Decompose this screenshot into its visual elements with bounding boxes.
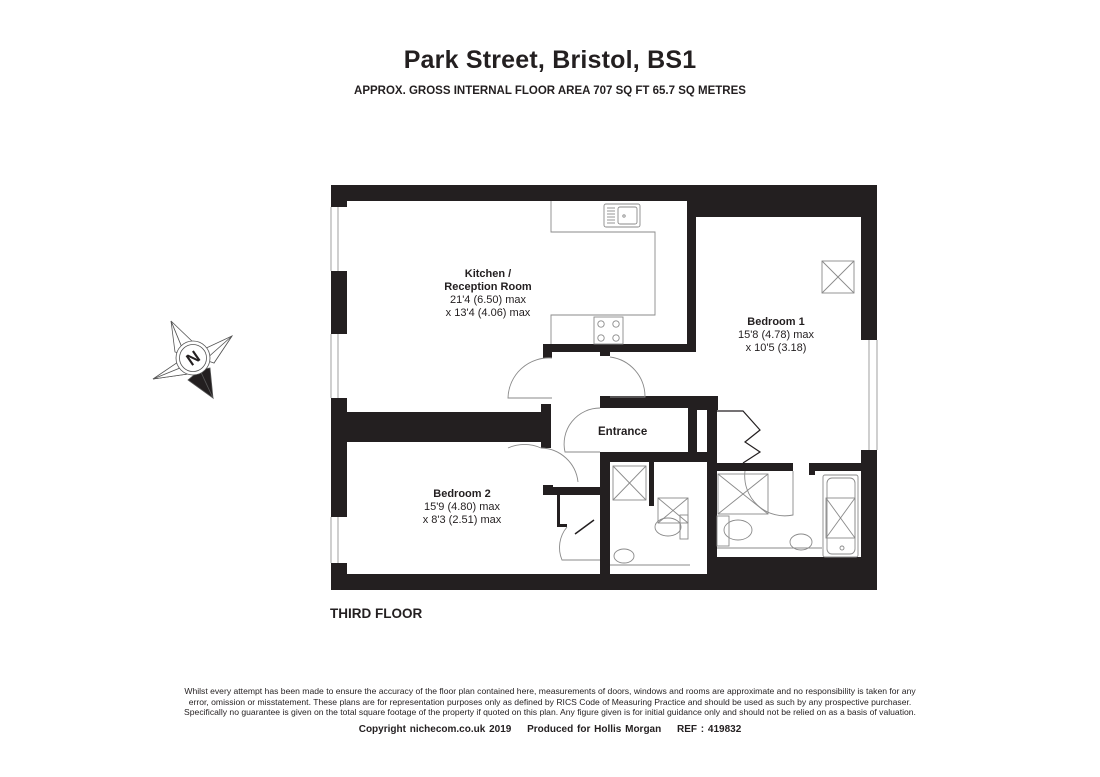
windows bbox=[330, 207, 878, 563]
shower-tray-icon bbox=[612, 465, 769, 515]
wardrobe-icon bbox=[717, 410, 762, 464]
toilet-icon bbox=[654, 514, 753, 547]
reference-text: REF : 419832 bbox=[677, 724, 742, 735]
skylight-icon bbox=[821, 260, 855, 294]
north-compass-icon: N bbox=[152, 320, 234, 400]
walls bbox=[331, 185, 877, 590]
disclaimer: Whilst every attempt has been made to en… bbox=[184, 686, 916, 717]
bedroom1-fixtures bbox=[717, 260, 855, 464]
room-kitchen-reception: Kitchen / Reception Room 21'4 (6.50) max… bbox=[444, 268, 532, 319]
bathroom-fixtures bbox=[610, 465, 859, 566]
room-entrance: Entrance bbox=[598, 426, 648, 438]
doors bbox=[507, 356, 794, 561]
floor-label: THIRD FLOOR bbox=[330, 606, 423, 621]
property-title: Park Street, Bristol, BS1 bbox=[403, 46, 697, 74]
credits: Copyright nichecom.co.uk 2019 Produced f… bbox=[0, 724, 1100, 735]
basin-icon bbox=[613, 533, 813, 564]
room-bedroom-1: Bedroom 1 15'8 (4.78) max x 10'5 (3.18) bbox=[737, 316, 815, 354]
floor-area-subtitle: APPROX. GROSS INTERNAL FLOOR AREA 707 SQ… bbox=[354, 85, 746, 97]
room-bedroom-2: Bedroom 2 15'9 (4.80) max x 8'3 (2.51) m… bbox=[422, 488, 502, 526]
bath-icon bbox=[822, 474, 859, 558]
produced-for-text: Produced for Hollis Morgan bbox=[527, 724, 662, 735]
copyright-text: Copyright nichecom.co.uk 2019 bbox=[358, 724, 512, 735]
hob-icon bbox=[593, 316, 624, 345]
sink-icon bbox=[603, 203, 641, 228]
kitchen-units bbox=[550, 201, 656, 345]
